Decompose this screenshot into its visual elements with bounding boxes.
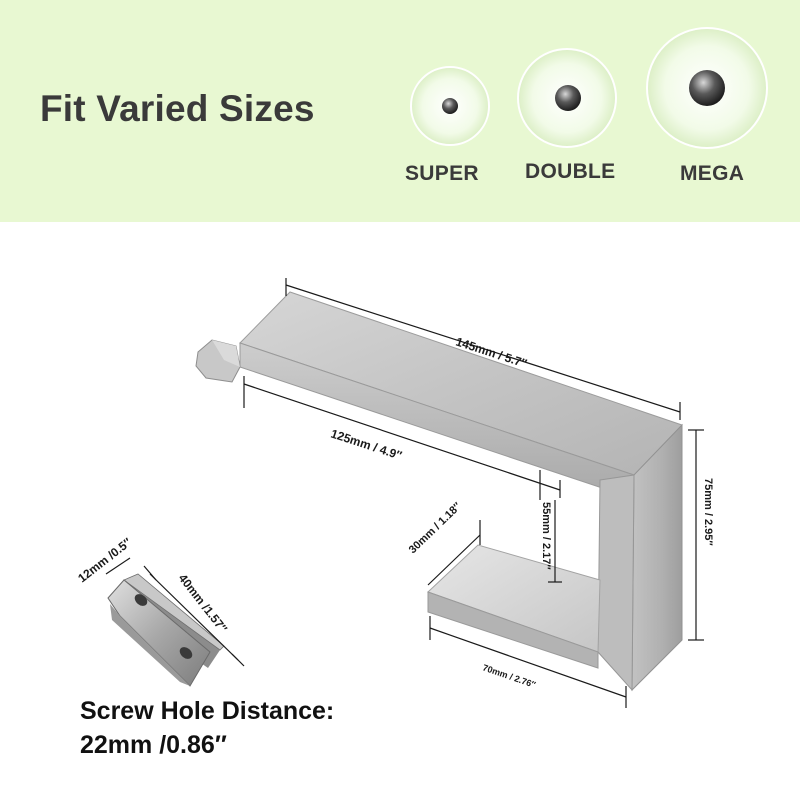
- toilet-paper-holder-icon: [195, 291, 683, 692]
- roll-sizes-graphic: [410, 27, 768, 149]
- roll-label-mega: MEGA: [680, 162, 745, 185]
- screw-hole-caption-line1: Screw Hole Distance:: [80, 697, 335, 725]
- dim-inner-height: 55mm / 2.17″: [540, 502, 552, 570]
- dimension-lines: [243, 278, 704, 708]
- screw-hole-caption-line2: 22mm /0.86″: [80, 731, 227, 759]
- roll-label-super: SUPER: [405, 162, 479, 185]
- roll-super-icon: [410, 66, 490, 146]
- dim-height: 75mm / 2.95″: [702, 478, 714, 546]
- dim-base-width: 70mm / 2.76″: [481, 662, 537, 690]
- banner: Fit Varied Sizes SUPER D: [0, 0, 800, 222]
- bracket-width-label: 12mm /0.5″: [75, 535, 134, 585]
- bracket-dimension-lines: [105, 557, 245, 667]
- dim-base-height: 30mm / 1.18″: [407, 500, 465, 556]
- mounting-bracket-icon: [107, 573, 225, 687]
- roll-mega-icon: [646, 27, 768, 149]
- banner-title: Fit Varied Sizes: [40, 88, 315, 129]
- roll-double-icon: [517, 48, 617, 148]
- dim-inner-length: 125mm / 4.9″: [329, 427, 404, 463]
- roll-label-double: DOUBLE: [525, 160, 616, 183]
